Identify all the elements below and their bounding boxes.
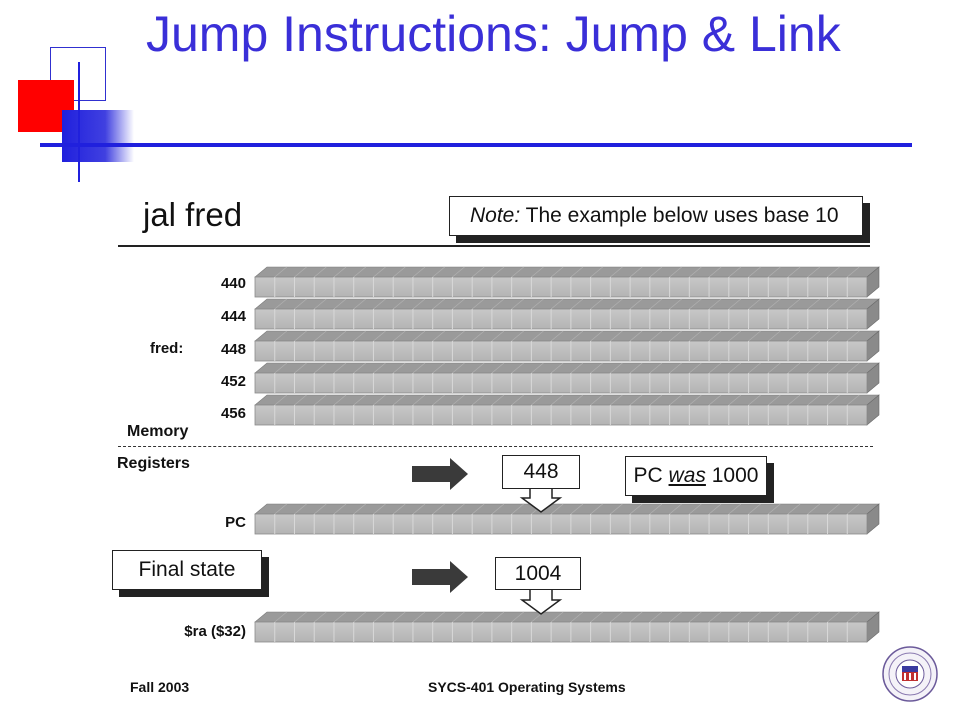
slide-title: Jump Instructions: Jump & Link xyxy=(146,6,841,62)
pc-was-value: 1000 xyxy=(705,464,759,487)
note-box: Note: The example below uses base 10 xyxy=(449,196,863,236)
final-state-box: Final state xyxy=(112,550,262,590)
memory-address-448: 448 xyxy=(220,341,246,358)
pc-register-label: PC xyxy=(225,514,246,531)
memory-register-divider xyxy=(118,446,873,447)
memory-address-440: 440 xyxy=(220,275,246,292)
decor-vertical-line xyxy=(78,62,80,182)
register-bars-group xyxy=(254,266,880,643)
memory-word-452 xyxy=(254,362,880,394)
university-seal-icon xyxy=(882,646,938,702)
registers-section-label: Registers xyxy=(117,455,190,472)
pc-was-box: PC was 1000 xyxy=(625,456,767,496)
note-text: The example below uses base 10 xyxy=(520,204,839,227)
decor-blue-square xyxy=(62,110,134,162)
ra-value-box: 1004 xyxy=(495,557,581,590)
title-underline xyxy=(40,143,912,147)
pc-down-arrow xyxy=(519,487,563,513)
pc-register-bar xyxy=(254,503,880,535)
memory-address-444: 444 xyxy=(220,308,246,325)
ra-register-bar xyxy=(254,611,880,643)
arrow-to-ra xyxy=(412,561,468,593)
memory-address-456: 456 xyxy=(220,405,246,422)
memory-word-440 xyxy=(254,266,880,298)
footer-course: SYCS-401 Operating Systems xyxy=(428,679,626,695)
pc-was-prefix: PC xyxy=(633,464,669,487)
instruction-text: jal fred xyxy=(143,196,243,233)
memory-address-452: 452 xyxy=(220,373,246,390)
ra-down-arrow xyxy=(519,588,563,615)
memory-word-456 xyxy=(254,394,880,426)
pc-new-value-box: 448 xyxy=(502,455,580,489)
fred-label: fred: xyxy=(150,340,184,357)
footer-date: Fall 2003 xyxy=(130,679,190,695)
ra-register-label: $ra ($32) xyxy=(184,623,246,640)
pc-was-word: was xyxy=(668,464,706,487)
memory-word-444 xyxy=(254,298,880,330)
memory-word-448 xyxy=(254,330,880,362)
arrow-to-pc xyxy=(412,458,468,490)
memory-section-label: Memory xyxy=(127,423,189,440)
note-prefix: Note: xyxy=(470,204,521,227)
instruction-rule xyxy=(118,245,870,247)
